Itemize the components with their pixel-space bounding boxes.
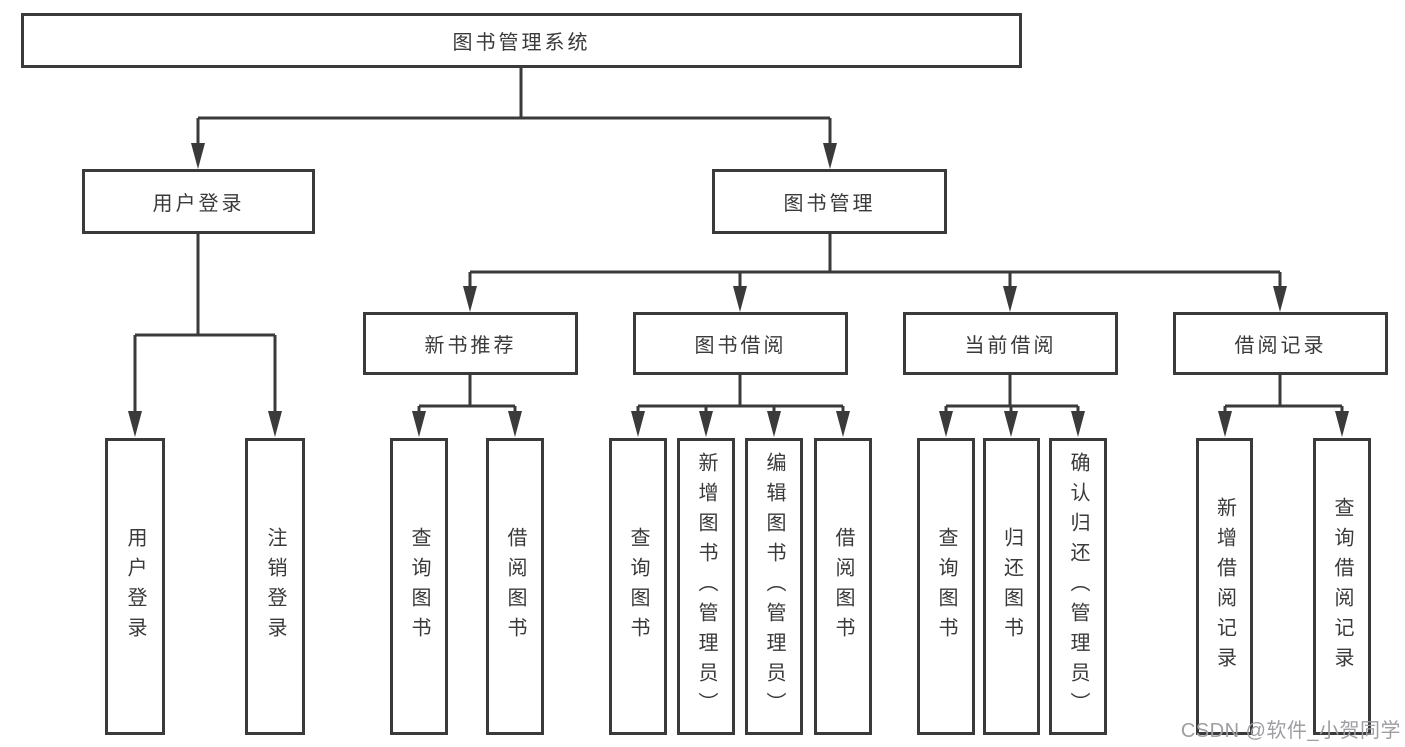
leaf-logout-label: 注销登录 <box>264 526 286 647</box>
node-current-borrow: 当前借阅 <box>903 312 1118 375</box>
connector-bookborrow-to-leaves <box>636 375 845 413</box>
leaf-current-query-books: 查询图书 <box>917 438 975 735</box>
arrowhead <box>508 411 522 437</box>
leaf-current-confirm-return-admin-label: 确认归还（管理员） <box>1067 451 1089 722</box>
leaf-borrow-add-books-admin-label: 新增图书（管理员） <box>695 451 717 722</box>
node-user-login: 用户登录 <box>82 169 315 234</box>
leaf-borrow-borrow-books-label: 借阅图书 <box>832 526 854 647</box>
arrowhead <box>191 143 205 169</box>
connector-currentborrow-to-leaves <box>944 375 1080 413</box>
leaf-borrow-add-books-admin: 新增图书（管理员） <box>677 438 735 735</box>
arrowhead <box>1218 411 1232 437</box>
arrowhead <box>412 411 426 437</box>
arrowhead <box>767 411 781 437</box>
leaf-current-confirm-return-admin: 确认归还（管理员） <box>1049 438 1107 735</box>
node-root-label: 图书管理系统 <box>452 32 591 54</box>
connector-userlogin-to-leaves <box>133 234 277 413</box>
arrowhead <box>1003 286 1017 312</box>
leaf-logout: 注销登录 <box>245 438 305 735</box>
node-current-borrow-label: 当前借阅 <box>964 335 1057 357</box>
leaf-newbook-query-books: 查询图书 <box>390 438 448 735</box>
leaf-records-add-record-label: 新增借阅记录 <box>1213 496 1236 677</box>
arrowhead <box>733 286 747 312</box>
node-root: 图书管理系统 <box>21 13 1022 68</box>
node-borrow-records: 借阅记录 <box>1173 312 1388 375</box>
arrowhead <box>1004 411 1018 437</box>
leaf-borrow-edit-books-admin-label: 编辑图书（管理员） <box>763 451 785 722</box>
arrowhead <box>1273 286 1287 312</box>
leaf-borrow-borrow-books: 借阅图书 <box>814 438 872 735</box>
node-new-book-recommend-label: 新书推荐 <box>424 335 517 357</box>
connector-root-to-level2 <box>196 68 832 145</box>
node-borrow-records-label: 借阅记录 <box>1234 335 1327 357</box>
leaf-records-query-record-label: 查询借阅记录 <box>1331 496 1353 677</box>
node-user-login-label: 用户登录 <box>152 193 245 215</box>
leaf-borrow-query-books-label: 查询图书 <box>627 526 649 647</box>
connector-borrowrecords-to-leaves <box>1223 375 1344 413</box>
arrowhead <box>128 411 142 437</box>
node-book-management: 图书管理 <box>712 169 947 234</box>
arrowhead <box>939 411 953 437</box>
leaf-borrow-query-books: 查询图书 <box>609 438 667 735</box>
csdn-watermark: CSDN @软件_小贺同学 <box>1180 720 1401 742</box>
leaf-records-add-record: 新增借阅记录 <box>1196 438 1253 735</box>
node-book-management-label: 图书管理 <box>783 193 876 215</box>
arrowhead <box>463 286 477 312</box>
node-book-borrow-label: 图书借阅 <box>694 335 787 357</box>
arrowhead <box>268 411 282 437</box>
arrowhead <box>631 411 645 437</box>
leaf-newbook-borrow-books-label: 借阅图书 <box>504 526 526 647</box>
leaf-user-login-label: 用户登录 <box>124 526 146 647</box>
node-new-book-recommend: 新书推荐 <box>363 312 578 375</box>
leaf-records-query-record: 查询借阅记录 <box>1313 438 1371 735</box>
arrowhead <box>1071 411 1085 437</box>
leaf-newbook-query-books-label: 查询图书 <box>408 526 430 647</box>
leaf-user-login: 用户登录 <box>105 438 165 735</box>
leaf-newbook-borrow-books: 借阅图书 <box>486 438 544 735</box>
leaf-current-return-books: 归还图书 <box>983 438 1040 735</box>
arrowhead <box>823 143 837 169</box>
arrowhead <box>836 411 850 437</box>
connector-newbookrec-to-leaves <box>417 375 517 413</box>
leaf-borrow-edit-books-admin: 编辑图书（管理员） <box>745 438 803 735</box>
leaf-current-query-books-label: 查询图书 <box>935 526 957 647</box>
leaf-current-return-books-label: 归还图书 <box>1000 526 1023 647</box>
connector-bookmgmt-to-level3 <box>468 234 1282 288</box>
node-book-borrow: 图书借阅 <box>633 312 848 375</box>
arrowhead <box>1335 411 1349 437</box>
arrowhead <box>699 411 713 437</box>
